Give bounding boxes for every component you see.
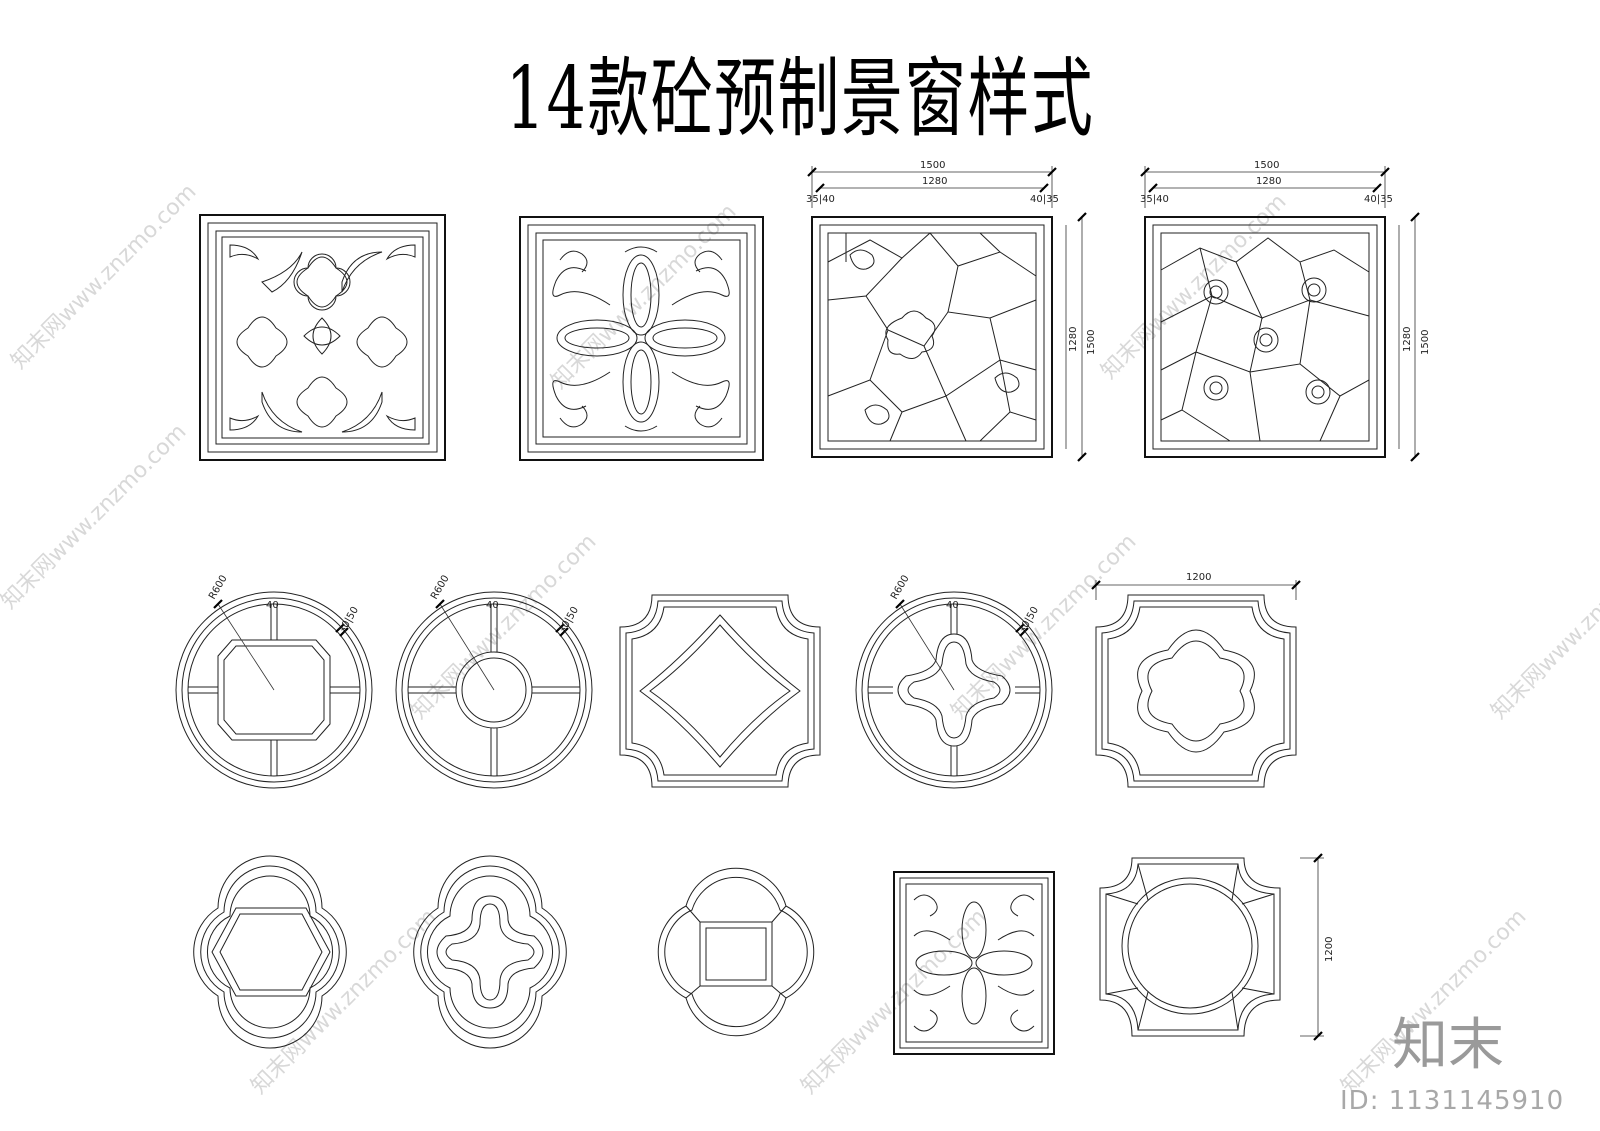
dim-r600-label: R600 bbox=[207, 573, 230, 601]
id-watermark: ID: 1131145910 bbox=[1340, 1086, 1565, 1116]
dim-40-label: 40 bbox=[486, 600, 499, 611]
dim-1200-vertical: 1200 bbox=[1324, 937, 1335, 962]
dim-40-label: 40 bbox=[266, 600, 279, 611]
dim-1500-label: 1500 bbox=[1254, 160, 1279, 171]
dim-40-35-label: 40|35 bbox=[1030, 194, 1059, 205]
dim-35-40-label: 35|40 bbox=[806, 194, 835, 205]
dim-40-label: 40 bbox=[946, 600, 959, 611]
dim-1280-vertical: 1280 bbox=[1402, 327, 1413, 352]
window-4-cracked-ice-rosettes: 1500 1280 35|40 40|35 1500 1280 bbox=[1140, 160, 1431, 462]
window-8-round-star: R600 40 30|50 bbox=[855, 573, 1053, 789]
dim-30-50-label: 30|50 bbox=[337, 605, 361, 635]
window-10-quatrefoil-hexagon bbox=[193, 855, 347, 1049]
dimension-annotations-w3: 1500 1280 35|40 40|35 1500 1280 bbox=[806, 160, 1097, 462]
window-1-quatrefoil-lattice bbox=[199, 214, 446, 461]
dim-r600-label: R600 bbox=[429, 573, 452, 601]
brand-watermark: 知末 bbox=[1392, 1013, 1504, 1078]
window-6-round-circle: R600 40 30|50 bbox=[395, 573, 593, 789]
dim-30-50-label: 30|50 bbox=[557, 605, 581, 635]
site-watermark: 知末网www.znzmo.com bbox=[1097, 189, 1292, 384]
site-watermark: 知末网www.znzmo.com bbox=[247, 904, 442, 1099]
site-watermark: 知末网www.znzmo.com bbox=[7, 179, 202, 374]
window-3-cracked-ice-plum: 1500 1280 35|40 40|35 1500 1280 bbox=[806, 160, 1097, 462]
window-2-ruyi-floral bbox=[519, 216, 764, 461]
dim-40-35-label: 40|35 bbox=[1364, 194, 1393, 205]
dim-1500-vertical: 1500 bbox=[1420, 330, 1431, 355]
dim-1280-label: 1280 bbox=[1256, 176, 1281, 187]
dim-1280-vertical: 1280 bbox=[1068, 327, 1079, 352]
window-5-round-octagon: R600 40 30|50 bbox=[175, 573, 373, 789]
site-watermark: 知末网www.znzmo.com bbox=[947, 529, 1142, 724]
window-13-small-ruyi-floral bbox=[893, 871, 1055, 1055]
dim-1200-label: 1200 bbox=[1186, 572, 1211, 583]
drawing-title: 14款砼预制景窗样式 bbox=[505, 49, 1095, 149]
window-9-concave-square-quatrefoil: 1200 bbox=[1091, 572, 1301, 788]
site-watermark: 知末网www.znzmo.com bbox=[547, 199, 742, 394]
site-watermark: 知末网www.znzmo.com bbox=[0, 419, 191, 614]
watermark-layer: 知末网www.znzmo.com 知末网www.znzmo.com 知末网www… bbox=[0, 179, 1600, 1099]
dim-r600-label: R600 bbox=[889, 573, 912, 601]
window-12-quatrefoil-square bbox=[657, 867, 815, 1037]
dim-1500-label: 1500 bbox=[920, 160, 945, 171]
dimension-annotations-w4: 1500 1280 35|40 40|35 1500 1280 bbox=[1140, 160, 1431, 462]
window-7-concave-square-petal bbox=[619, 594, 821, 788]
dim-1500-vertical: 1500 bbox=[1086, 330, 1097, 355]
site-watermark: 知末网www.znzmo.com bbox=[1487, 529, 1600, 724]
window-11-quatrefoil-cross bbox=[413, 855, 567, 1049]
dim-35-40-label: 35|40 bbox=[1140, 194, 1169, 205]
window-14-concave-square-circle: 1200 bbox=[1099, 853, 1335, 1041]
dim-1280-label: 1280 bbox=[922, 176, 947, 187]
